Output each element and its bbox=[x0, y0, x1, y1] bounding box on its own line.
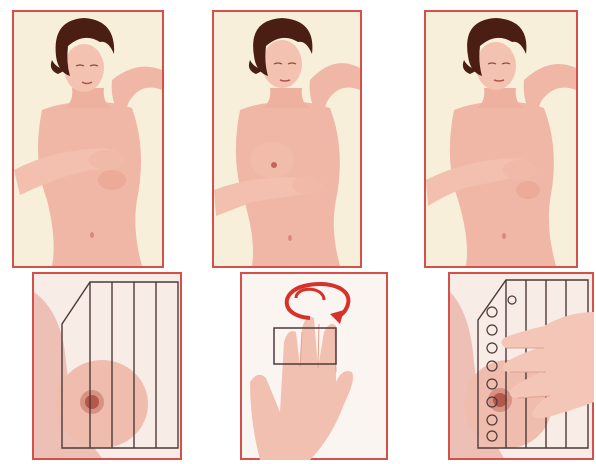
panel-bottom-middle-motion bbox=[240, 272, 388, 460]
woman-illustration-2 bbox=[212, 10, 362, 268]
panel-bottom-left-strips bbox=[32, 272, 182, 460]
strip-circles-diagram bbox=[448, 272, 594, 460]
panel-top-left-woman bbox=[12, 10, 164, 268]
woman-illustration-3 bbox=[424, 10, 578, 268]
panel-top-right-woman bbox=[424, 10, 578, 268]
strip-pattern-diagram bbox=[32, 272, 182, 460]
woman-illustration-1 bbox=[12, 10, 164, 268]
circular-motion-diagram bbox=[240, 272, 388, 460]
panel-top-middle-woman bbox=[212, 10, 362, 268]
panel-bottom-right-strips-hand bbox=[448, 272, 594, 460]
